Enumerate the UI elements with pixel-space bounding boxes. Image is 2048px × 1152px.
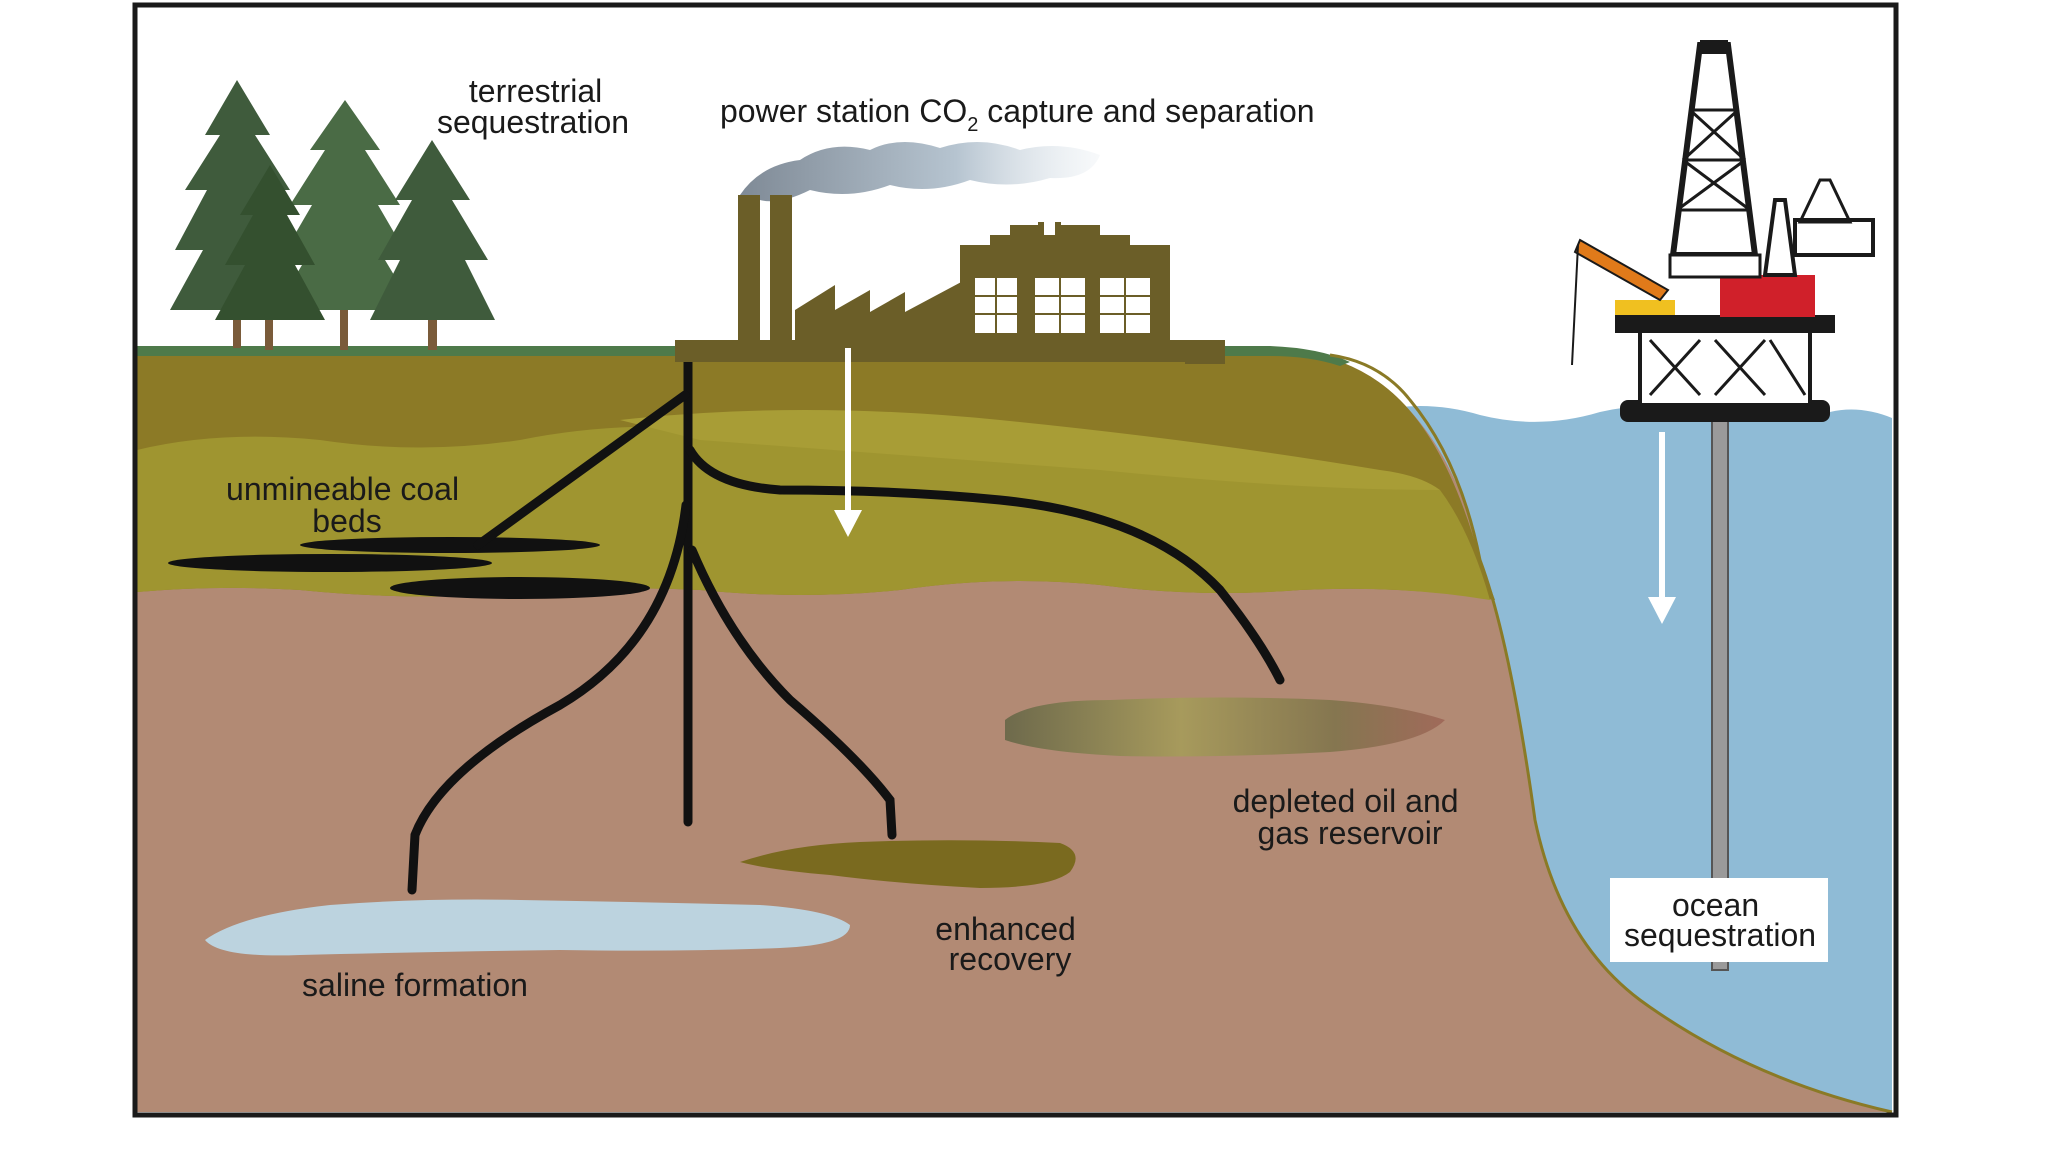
factory-base <box>675 340 1225 362</box>
depleted-label: depleted oil and gas reservoir <box>1233 783 1468 851</box>
tree-canopy <box>370 140 495 320</box>
smoke-icon <box>740 141 1100 202</box>
injection-pipes <box>407 357 1285 895</box>
terrestrial-line1: terrestrial <box>469 73 602 109</box>
power-station-suffix: capture and separation <box>978 93 1314 129</box>
rig-deck <box>1615 315 1835 333</box>
rig-module-red <box>1720 275 1815 317</box>
vent <box>1038 222 1044 244</box>
arrow-down-icon <box>834 348 862 537</box>
depleted-line1: depleted oil and <box>1233 783 1459 819</box>
power-station-label: power station CO2 capture and separation <box>720 93 1315 136</box>
depleted-line2: gas reservoir <box>1258 815 1443 851</box>
tree-icon <box>370 140 495 350</box>
factory-roofline <box>960 225 1170 250</box>
derrick-base <box>1668 253 1762 279</box>
rig-module-yellow <box>1615 300 1675 315</box>
sawtooth-roof <box>795 280 965 345</box>
ocean-label: ocean sequestration <box>1624 887 1816 953</box>
power-station-prefix: power station CO <box>720 93 967 129</box>
rig-bracing <box>1648 338 1807 397</box>
oil-rig-icon <box>1571 40 1875 971</box>
depleted-pipe <box>685 445 1285 685</box>
factory-icon <box>675 195 1225 364</box>
coal-bed <box>168 554 492 572</box>
trees <box>170 80 495 350</box>
smokestack <box>770 195 792 345</box>
tree-icon <box>215 165 325 350</box>
annex <box>1185 350 1225 364</box>
tree-canopy <box>215 165 325 320</box>
co2-subscript: 2 <box>967 114 978 136</box>
coal-bed <box>300 537 600 553</box>
enhanced-line2: recovery <box>949 941 1072 977</box>
ocean-label-box <box>1610 878 1828 962</box>
derrick-lattice <box>1676 108 1751 212</box>
coal-line1: unmineable coal <box>226 471 459 507</box>
smokestack <box>738 195 760 345</box>
coal-upper-band <box>620 410 1440 490</box>
enhanced-recovery-reservoir <box>740 840 1076 888</box>
diagram-frame <box>132 2 1899 1118</box>
crane-cable <box>1571 244 1579 366</box>
vent <box>1055 222 1061 244</box>
depleted-reservoir <box>1005 697 1445 757</box>
saline-pipe <box>407 500 691 895</box>
coal-label: unmineable coal beds <box>226 471 468 539</box>
coal-pipe <box>473 390 690 550</box>
saline-formation <box>205 899 850 956</box>
enhanced-pipe <box>687 545 897 840</box>
crane-icon <box>1573 238 1670 302</box>
enhanced-line1: enhanced <box>935 911 1076 947</box>
arrow-down-icon <box>1648 432 1676 624</box>
derrick-top <box>1700 40 1728 54</box>
terrestrial-label: terrestrial sequestration <box>437 73 629 140</box>
ocean-line1: ocean <box>1672 887 1759 923</box>
rig-legs <box>1638 328 1812 407</box>
coal-line2: beds <box>312 503 381 539</box>
helideck <box>1793 218 1875 257</box>
ocean-line2: sequestration <box>1624 917 1816 953</box>
helideck-mast <box>1797 178 1853 224</box>
coal-bed <box>390 577 650 599</box>
flare-tower <box>1762 198 1798 277</box>
coal-beds <box>168 537 650 599</box>
enhanced-label: enhanced recovery <box>935 911 1084 977</box>
terrestrial-line2: sequestration <box>437 104 629 140</box>
saline-label: saline formation <box>302 967 528 1003</box>
coast-line <box>1329 353 1893 1114</box>
